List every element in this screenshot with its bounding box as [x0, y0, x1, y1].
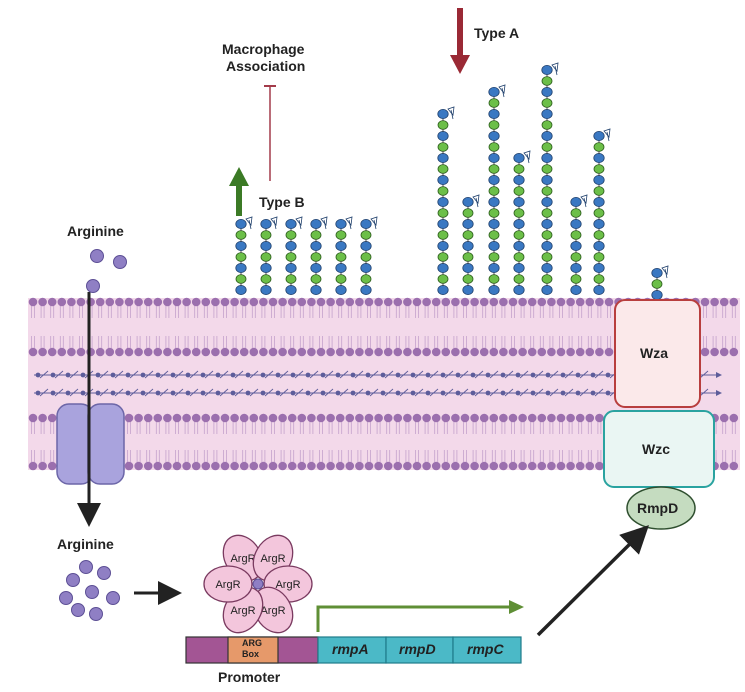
polysaccharide-chain	[513, 150, 531, 295]
promoter-label: Promoter	[218, 669, 281, 685]
gene-rmpa	[317, 636, 387, 664]
arg-box	[227, 636, 279, 664]
polysaccharide-chain	[285, 216, 303, 295]
type-a-down-arrow	[450, 8, 470, 74]
arg-box-label-top: ARG	[242, 638, 262, 648]
gene-rmpc	[452, 636, 522, 664]
rmpd-protein	[626, 486, 696, 530]
argr-subunit: ArgR	[203, 565, 253, 603]
gene-rmpc-label: rmpC	[467, 641, 504, 657]
arginine-molecules-outside	[86, 249, 127, 293]
polysaccharide-chain	[570, 194, 588, 295]
polysaccharide-chain	[235, 216, 253, 295]
argr-subunit-label: ArgR	[260, 605, 285, 617]
bound-arginine	[252, 578, 264, 590]
rmpd-expression-arrow	[536, 525, 649, 637]
argr-hexamer: ArgR ArgR ArgR ArgR ArgR ArgR	[203, 534, 313, 634]
wzc-label: Wzc	[642, 441, 670, 457]
polysaccharide-chain	[651, 265, 669, 300]
gene-rmpd	[385, 636, 454, 664]
argr-subunit-label: ArgR	[230, 605, 255, 617]
argr-subunit-label: ArgR	[230, 553, 255, 565]
transcription-arrowhead	[509, 600, 524, 614]
arginine-outside-label: Arginine	[67, 223, 124, 239]
arginine-inside-label: Arginine	[57, 536, 114, 552]
arg-box-label-bottom: Box	[242, 649, 260, 659]
polysaccharide-chain	[310, 216, 328, 295]
arginine-molecules-inside	[59, 560, 120, 621]
polysaccharide-chain	[462, 194, 480, 295]
argr-subunit: ArgR	[252, 586, 294, 634]
polysaccharide-chain	[593, 128, 611, 295]
macrophage-label: Macrophage	[222, 41, 305, 57]
polysaccharide-chain	[335, 216, 353, 295]
type-b-up-arrow	[229, 167, 249, 216]
transcription-arrow	[316, 605, 514, 632]
polysaccharide-chain	[488, 84, 506, 295]
argr-subunit-label: ArgR	[275, 579, 300, 591]
type-b-label: Type B	[259, 194, 305, 210]
macrophage-inhibition-line	[264, 85, 276, 181]
polysaccharide-chain	[260, 216, 278, 295]
arginine-transporter	[56, 403, 125, 485]
argr-subunit-label: ArgR	[215, 579, 240, 591]
argr-subunit-label: ArgR	[260, 553, 285, 565]
rmp-operon	[317, 636, 522, 664]
polysaccharide-chain	[437, 106, 455, 295]
rmpd-protein-label: RmpD	[637, 500, 679, 516]
type-a-label: Type A	[474, 25, 520, 41]
association-label: Association	[226, 58, 306, 74]
gene-rmpa-label: rmpA	[332, 641, 369, 657]
polysaccharide-chain	[541, 62, 559, 295]
capsule-polysaccharide-chains	[235, 62, 669, 300]
polysaccharide-chain	[360, 216, 378, 295]
wza-label: Wza	[640, 345, 668, 361]
promoter-region	[185, 636, 319, 664]
wza-protein	[614, 299, 701, 408]
gene-rmpd-label: rmpD	[399, 641, 436, 657]
